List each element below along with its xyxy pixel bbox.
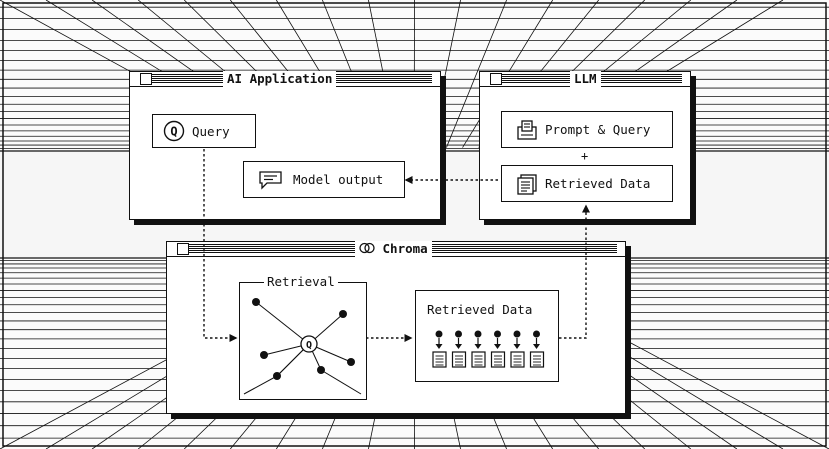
retrieved-down-arrowhead bbox=[513, 343, 520, 349]
retrieval-panel: Q Retrieval bbox=[239, 274, 367, 400]
query-label: Query bbox=[192, 123, 230, 139]
retrieved-down-arrowhead bbox=[532, 343, 540, 349]
query-box[interactable]: Q Query bbox=[152, 114, 256, 148]
prompt-query-box[interactable]: Prompt & Query bbox=[501, 111, 673, 148]
prompt-document-icon bbox=[517, 119, 537, 140]
chroma-title-group: Chroma bbox=[355, 241, 432, 257]
retrieved-vector-dot bbox=[532, 330, 540, 337]
retrieval-edge bbox=[320, 369, 361, 394]
retrieval-node bbox=[251, 297, 260, 306]
plus-sign: + bbox=[581, 149, 589, 163]
retrieval-node bbox=[338, 309, 347, 318]
retrieved-down-arrowhead bbox=[435, 343, 442, 349]
retrieval-node bbox=[259, 350, 268, 359]
retrieved-vector-dot bbox=[493, 330, 501, 337]
query-q-icon: Q bbox=[163, 120, 185, 142]
ai-application-title: AI Application bbox=[223, 71, 337, 87]
window-close-box-icon[interactable] bbox=[490, 73, 502, 85]
retrieved-data-panel: Retrieved Data bbox=[415, 290, 559, 382]
retrieved-vector-dot bbox=[474, 330, 481, 337]
retrieval-query-letter: Q bbox=[305, 340, 311, 351]
retrieved-vector-dot bbox=[435, 330, 442, 337]
retrieved-down-arrowhead bbox=[474, 343, 481, 349]
retrieved-data-chroma-label: Retrieved Data bbox=[427, 302, 533, 317]
ai-application-titlebar: AI Application bbox=[130, 71, 440, 87]
chroma-titlebar: Chroma bbox=[167, 241, 625, 257]
retrieval-edge bbox=[243, 375, 277, 394]
retrieval-label: Retrieval bbox=[264, 274, 338, 289]
llm-window: LLM Prompt & Query + Retrieved Dat bbox=[479, 71, 691, 220]
retrieved-documents-row bbox=[431, 330, 544, 368]
chroma-logo-icon bbox=[359, 242, 375, 254]
query-icon-letter: Q bbox=[170, 125, 177, 139]
llm-title: LLM bbox=[570, 71, 601, 87]
chroma-title: Chroma bbox=[382, 241, 428, 256]
retrieval-node bbox=[272, 371, 281, 380]
retrieval-node bbox=[346, 357, 355, 366]
documents-stack-icon bbox=[517, 173, 537, 195]
retrieved-data-llm-label: Retrieved Data bbox=[545, 176, 651, 191]
window-close-box-icon[interactable] bbox=[177, 243, 189, 255]
retrieved-vector-dot bbox=[513, 330, 520, 337]
model-output-label: Model output bbox=[293, 172, 384, 187]
retrieved-vector-dot bbox=[454, 330, 462, 337]
prompt-query-label: Prompt & Query bbox=[545, 122, 651, 137]
window-close-box-icon[interactable] bbox=[140, 73, 152, 85]
retrieval-node bbox=[316, 365, 325, 374]
retrieved-down-arrowhead bbox=[454, 343, 462, 349]
retrieval-edge bbox=[255, 301, 309, 344]
speech-bubble-icon bbox=[259, 170, 282, 190]
retrieved-data-llm-box[interactable]: Retrieved Data bbox=[501, 165, 673, 202]
chroma-window: Chroma Q Retrieval Retrieved Data bbox=[166, 241, 626, 414]
model-output-box[interactable]: Model output bbox=[243, 161, 405, 198]
retrieval-graph: Q bbox=[243, 297, 361, 394]
retrieval-query-node bbox=[299, 334, 318, 353]
retrieved-down-arrowhead bbox=[493, 343, 501, 349]
llm-titlebar: LLM bbox=[480, 71, 690, 87]
ai-application-window: AI Application Q Query Model output bbox=[129, 71, 441, 220]
